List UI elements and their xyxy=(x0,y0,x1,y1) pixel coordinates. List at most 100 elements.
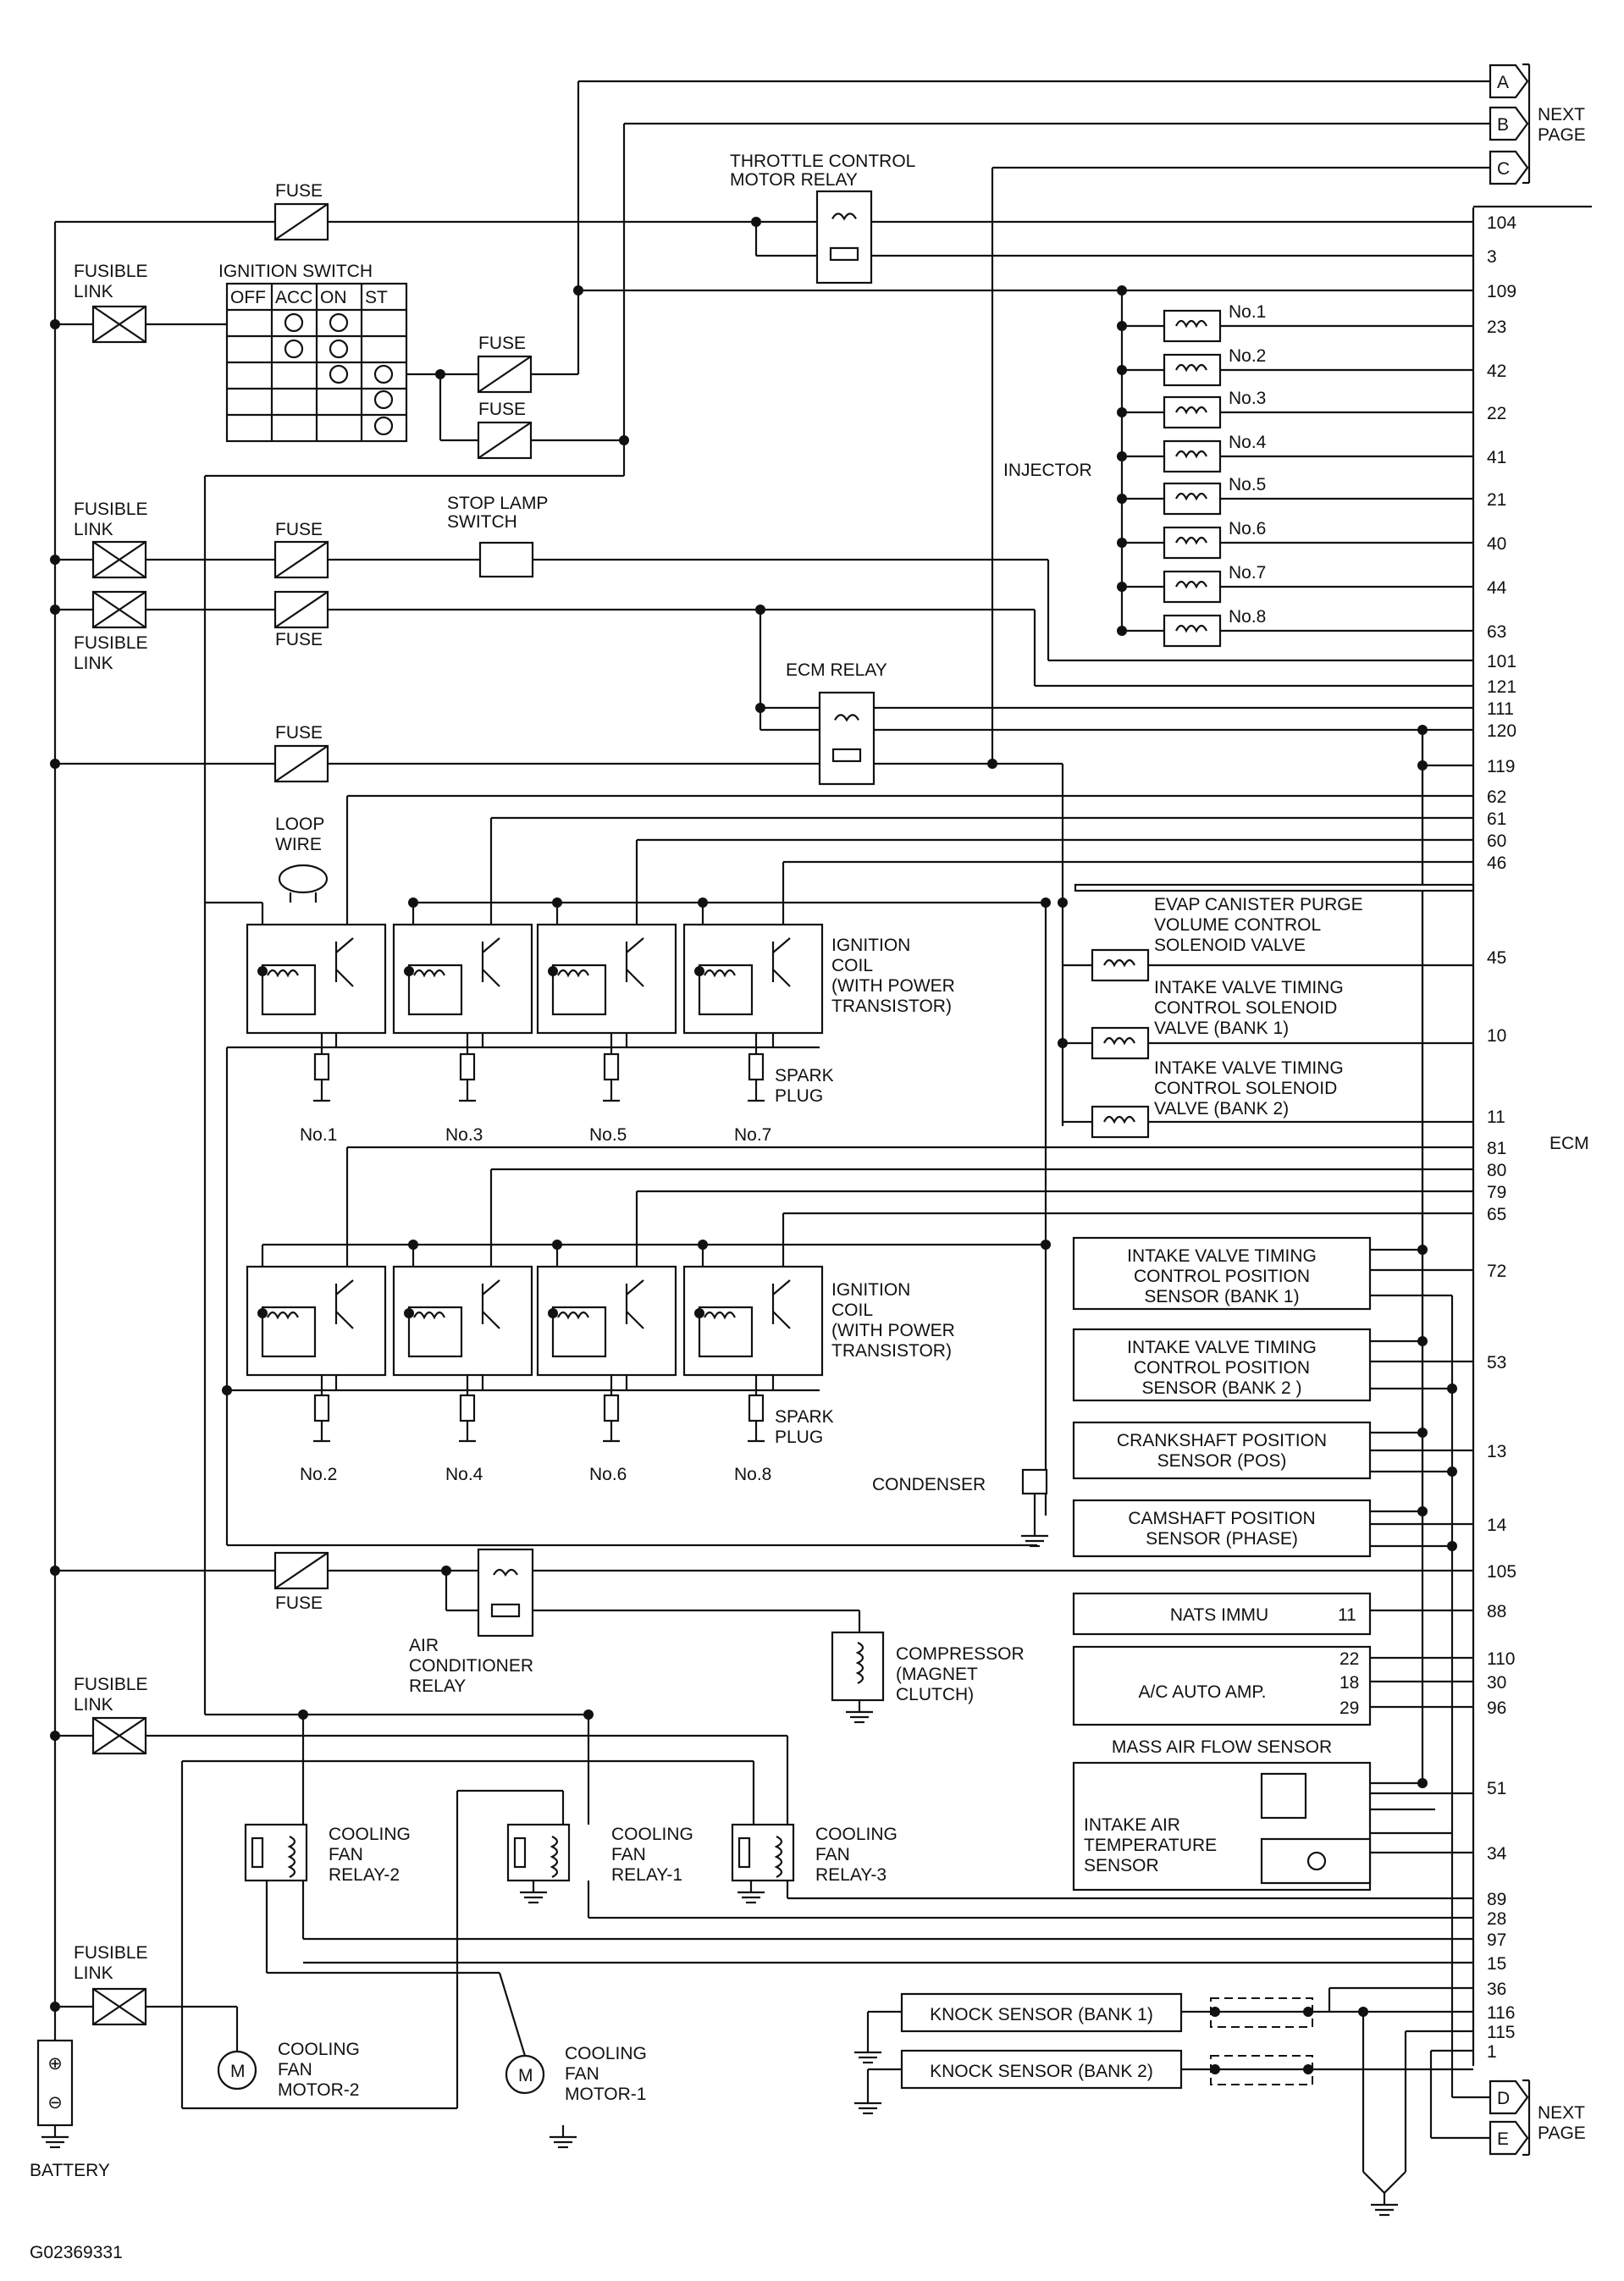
relay-coil xyxy=(774,1836,783,1878)
ivt-position-sensor-bank2-label: INTAKE VALVE TIMING xyxy=(1127,1338,1317,1357)
relay-coil xyxy=(287,1836,296,1878)
ecm-terminal-number: 88 xyxy=(1487,1602,1506,1621)
ignition-switch-label: IGNITION SWITCH xyxy=(218,262,373,281)
wire xyxy=(498,1972,527,2057)
transistor xyxy=(772,937,791,953)
transistor xyxy=(626,1311,644,1329)
transistor xyxy=(335,1279,354,1295)
ivt-solenoid-bank2-label: INTAKE VALVE TIMING xyxy=(1154,1058,1344,1078)
coil-winding xyxy=(1103,958,1135,968)
camshaft-position-sensor xyxy=(1072,1499,1372,1558)
wire xyxy=(1384,2171,1406,2194)
junction-dot xyxy=(1041,897,1051,908)
junction-dot xyxy=(751,217,761,227)
cooling-fan-relay-1-label: FAN xyxy=(611,1845,646,1864)
spark-plug-icon xyxy=(313,1052,330,1081)
spark-plug-icon xyxy=(459,1394,476,1422)
cooling-fan-relay-2-label: COOLING xyxy=(329,1825,411,1844)
ac-amp-pin: 22 xyxy=(1340,1649,1359,1669)
transistor xyxy=(335,969,354,987)
injector-number: No.6 xyxy=(1229,519,1266,538)
ecm-terminal-number: 62 xyxy=(1487,787,1506,807)
coil-winding xyxy=(413,1311,445,1320)
iat-thermistor-icon xyxy=(1306,1851,1327,1871)
switch-position-label: ST xyxy=(365,288,388,307)
knock-sensor-bank1-box xyxy=(900,1992,1183,2033)
junction-dot xyxy=(1447,1541,1457,1551)
ecm-terminal-number: 116 xyxy=(1487,2003,1515,2023)
condenser-label: CONDENSER xyxy=(872,1475,986,1494)
fuse-element xyxy=(274,745,329,782)
injector-number: No.8 xyxy=(1229,607,1266,627)
page-connector-letter: B xyxy=(1497,115,1509,135)
coil-winding xyxy=(1103,1115,1135,1124)
coil-core xyxy=(261,1306,317,1358)
evap-solenoid-label: EVAP CANISTER PURGE xyxy=(1154,895,1363,914)
ac-amp-pin: 18 xyxy=(1340,1673,1359,1693)
ecm-terminal-number: 13 xyxy=(1487,1442,1506,1461)
loop-wire-label: LOOP xyxy=(275,815,324,834)
junction-dot xyxy=(1117,407,1127,417)
stop-lamp-switch-label: STOP LAMP xyxy=(447,494,548,513)
page-connector-letter: D xyxy=(1497,2089,1510,2108)
camshaft-position-sensor-label: CAMSHAFT POSITION xyxy=(1128,1509,1315,1528)
junction-dot xyxy=(755,605,765,615)
junction-dot xyxy=(1117,365,1127,375)
page-connector-icon xyxy=(1489,150,1529,185)
stop-lamp-switch xyxy=(478,541,534,578)
relay-contact xyxy=(513,1836,527,1869)
fuse-label: FUSE xyxy=(275,723,323,743)
junction-dot xyxy=(573,285,583,295)
junction-dot xyxy=(222,1385,232,1395)
fusible-link-label: FUSIBLE xyxy=(74,500,148,519)
ivt-position-sensor-bank1-label: CONTROL POSITION xyxy=(1134,1267,1310,1286)
ignition-coil-label: TRANSISTOR) xyxy=(831,1341,952,1361)
junction-dot xyxy=(1117,582,1127,592)
page-connector-letter: A xyxy=(1497,73,1509,92)
fusible-link-cross xyxy=(92,306,146,343)
junction-dot xyxy=(257,1308,268,1318)
crankshaft-position-sensor xyxy=(1072,1421,1372,1480)
ecm-terminal-number: 72 xyxy=(1487,1262,1506,1281)
ecm-terminal-number: 42 xyxy=(1487,362,1506,381)
transistor xyxy=(772,1311,791,1329)
iat-sensor-label: TEMPERATURE xyxy=(1084,1836,1217,1855)
ecm-terminal-number: 23 xyxy=(1487,318,1506,337)
injector-coil xyxy=(1163,482,1222,516)
junction-dot xyxy=(1117,285,1127,295)
spark-plug-icon xyxy=(603,1052,620,1081)
switch-contact xyxy=(373,364,394,384)
cylinder-label: No.6 xyxy=(589,1465,627,1484)
coil-winding xyxy=(413,969,445,978)
spark-plug-icon xyxy=(748,1052,765,1081)
iat-sensor-label: SENSOR xyxy=(1084,1856,1159,1875)
junction-dot xyxy=(548,966,558,976)
next-page-label: NEXT xyxy=(1538,105,1585,124)
junction-dot xyxy=(1417,1428,1428,1438)
junction-dot xyxy=(50,319,60,329)
throttle-relay-label: THROTTLE CONTROL xyxy=(730,152,915,171)
fusible-link-label: LINK xyxy=(74,1695,113,1715)
junction-dot xyxy=(50,605,60,615)
ecm-terminal-number: 120 xyxy=(1487,721,1516,741)
injector-coil xyxy=(1163,570,1222,604)
fuse-element xyxy=(274,541,329,578)
fusible-link-label: LINK xyxy=(74,654,113,673)
page-connector-icon xyxy=(1489,106,1529,141)
ac-relay xyxy=(477,1548,534,1638)
ivt-solenoid-bank2-coil xyxy=(1091,1105,1150,1139)
cooling-fan-motor-1-icon xyxy=(505,2054,545,2095)
junction-dot xyxy=(548,1308,558,1318)
ecm-terminal-number: 28 xyxy=(1487,1909,1506,1929)
junction-dot xyxy=(1058,1038,1068,1048)
switch-contact xyxy=(373,389,394,410)
junction-dot xyxy=(698,897,708,908)
ecm-terminal-number: 61 xyxy=(1487,809,1506,829)
cylinder-label: No.7 xyxy=(734,1125,771,1145)
evap-solenoid-label: VOLUME CONTROL xyxy=(1154,915,1321,935)
junction-dot xyxy=(298,1709,308,1720)
ecm-terminal-number: 96 xyxy=(1487,1698,1506,1718)
ecm-terminal-number: 115 xyxy=(1487,2023,1515,2042)
stop-lamp-switch-label: SWITCH xyxy=(447,512,517,532)
junction-dot xyxy=(583,1709,594,1720)
